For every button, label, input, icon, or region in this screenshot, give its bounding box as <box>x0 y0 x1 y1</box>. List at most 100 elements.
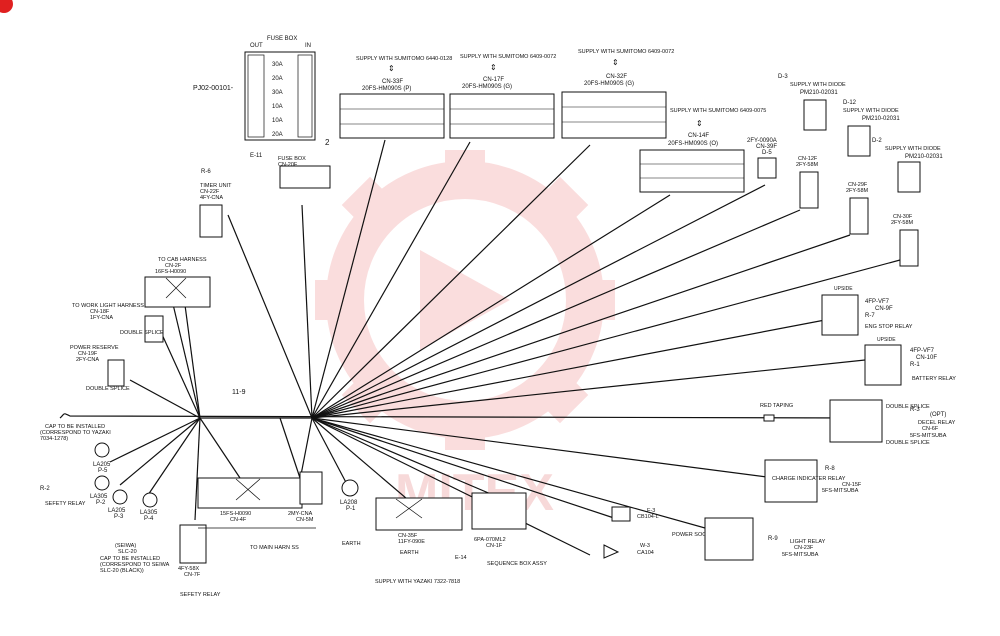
diode-d12: D-12 SUPPLY WITH DIODE PM210-02031 CN-29… <box>843 100 900 235</box>
light-relay: R-9 LIGHT RELAY CN-23F 5FS-MITSUBA <box>704 517 826 561</box>
svg-text:4FP-VF7: 4FP-VF7 <box>865 299 890 305</box>
svg-text:F-3: F-3 <box>647 508 655 514</box>
svg-text:PM210-02031: PM210-02031 <box>905 154 943 160</box>
svg-text:CN-20F: CN-20F <box>278 162 298 168</box>
fuse-box: FUSE BOX OUT IN 30A 20A 30A 10A 10A 20A PJ02-… <box>193 36 331 189</box>
svg-text:OUT: OUT <box>250 43 263 49</box>
svg-text:R-8: R-8 <box>825 466 835 472</box>
svg-text:10A: 10A <box>272 104 283 110</box>
svg-text:PJ02-00101-: PJ02-00101- <box>193 85 234 92</box>
diode-d2: D-2 SUPPLY WITH DIODE PM210-02031 CN-30F… <box>872 138 943 267</box>
svg-text:SLC-20: SLC-20 <box>118 549 137 555</box>
svg-text:2FY-58M: 2FY-58M <box>846 188 869 194</box>
svg-text:CAP TO BE INSTALLED: CAP TO BE INSTALLED <box>100 556 160 562</box>
svg-text:20A: 20A <box>272 132 283 138</box>
svg-text:CN-4F: CN-4F <box>230 517 247 523</box>
earth-bottom-connector: CN-35F 11FY-090E EARTH SUPPLY WITH YAZAK… <box>375 497 463 585</box>
svg-text:FUSE BOX: FUSE BOX <box>278 156 306 162</box>
svg-text:CN-32F: CN-32F <box>606 74 627 80</box>
svg-text:15FS-H0090: 15FS-H0090 <box>220 511 251 517</box>
power-reserve-connector: POWER RESERVE CN-19F 2FY-CNA DOUBLE SPLI… <box>70 345 130 392</box>
sequence-box-connector: 6PA-070ML2 CN-1F E-14 SEQUENCE BOX ASSY <box>455 492 547 567</box>
safety-relay-left: R-2 <box>40 486 50 492</box>
connector-cn39f: 2FY-0090A CN-39F D-5 <box>747 138 777 179</box>
svg-text:⇕: ⇕ <box>490 63 497 72</box>
svg-text:R-1: R-1 <box>910 362 920 368</box>
svg-text:CN-6F: CN-6F <box>922 426 939 432</box>
svg-text:6PA-070ML2: 6PA-070ML2 <box>474 537 506 543</box>
harness-ref: 11-9 <box>232 389 246 396</box>
svg-text:W-3: W-3 <box>640 543 650 549</box>
svg-text:CN-2F: CN-2F <box>165 263 182 269</box>
svg-text:DOUBLE SPLICE: DOUBLE SPLICE <box>120 330 164 336</box>
svg-text:20FS-HM090S (P): 20FS-HM090S (P) <box>362 86 411 92</box>
svg-text:R-9: R-9 <box>768 536 778 542</box>
svg-text:E-11: E-11 <box>250 153 263 159</box>
svg-text:RED TAPING: RED TAPING <box>760 403 793 409</box>
svg-text:LA208: LA208 <box>340 500 358 506</box>
svg-text:CB104-L: CB104-L <box>637 514 659 520</box>
svg-text:CN-17F: CN-17F <box>483 77 504 83</box>
eng-stop-relay: UPSIDE 4FP-VF7 CN-9F R-7 ENG STOP RELAY <box>821 286 913 336</box>
svg-text:SUPPLY WITH DIODE: SUPPLY WITH DIODE <box>843 108 899 114</box>
svg-text:IN: IN <box>305 43 311 49</box>
branch-number: 2 <box>325 138 330 147</box>
svg-text:POWER SOCKET: POWER SOCKET <box>672 532 718 538</box>
red-taping-marker: RED TAPING <box>760 403 793 422</box>
charge-indicater-relay: R-8 CHARGE INDICATER RELAY CN-15F 5FS-MI… <box>764 459 862 503</box>
svg-text:SUPPLY WITH DIODE: SUPPLY WITH DIODE <box>790 82 846 88</box>
svg-text:1FY-CNA: 1FY-CNA <box>90 315 113 321</box>
svg-text:LA205: LA205 <box>93 462 111 468</box>
svg-text:PM210-02031: PM210-02031 <box>800 90 838 96</box>
svg-text:SUPPLY WITH SUMITOMO 6409-0072: SUPPLY WITH SUMITOMO 6409-0072 <box>460 54 556 60</box>
svg-text:2MY-CNA: 2MY-CNA <box>288 511 313 517</box>
svg-text:30A: 30A <box>272 62 283 68</box>
svg-text:(OPT): (OPT) <box>930 412 946 418</box>
svg-text:2FY-58M: 2FY-58M <box>796 162 819 168</box>
svg-text:POWER RESERVE: POWER RESERVE <box>70 345 119 351</box>
svg-text:D-5: D-5 <box>762 150 772 156</box>
connector-cn33f: SUPPLY WITH SUMITOMO 6440-0128 ⇕ CN-33F … <box>339 56 452 139</box>
svg-text:CN-5M: CN-5M <box>296 517 314 523</box>
svg-text:TO CAB HARNESS: TO CAB HARNESS <box>158 257 207 263</box>
svg-text:CN-23F: CN-23F <box>794 545 814 551</box>
svg-text:DOUBLE SPLICE: DOUBLE SPLICE <box>886 404 930 410</box>
svg-text:LA305: LA305 <box>90 494 108 500</box>
work-light-connector: TO WORK LIGHT HARNESS CN-18F 1FY-CNA DOU… <box>72 303 164 343</box>
svg-text:R-7: R-7 <box>865 313 875 319</box>
svg-text:CAP TO BE INSTALLED: CAP TO BE INSTALLED <box>45 424 105 430</box>
cap-left-note: CAP TO BE INSTALLED (CORRESPOND TO YAZAK… <box>40 424 111 442</box>
svg-text:20FS-HM090S (G): 20FS-HM090S (G) <box>462 84 512 90</box>
svg-text:4FP-VF7: 4FP-VF7 <box>910 348 935 354</box>
svg-text:CHARGE INDICATER RELAY: CHARGE INDICATER RELAY <box>772 476 846 482</box>
svg-text:(SEIWA): (SEIWA) <box>115 543 136 549</box>
svg-text:R-3: R-3 <box>910 407 920 413</box>
svg-text:DOUBLE SPLICE: DOUBLE SPLICE <box>886 440 930 446</box>
svg-text:20A: 20A <box>272 76 283 82</box>
svg-text:LA305: LA305 <box>140 510 158 516</box>
svg-text:SEQUENCE BOX ASSY: SEQUENCE BOX ASSY <box>487 561 547 567</box>
svg-text:CN-30F: CN-30F <box>893 214 913 220</box>
svg-text:30A: 30A <box>272 90 283 96</box>
main-harness-connectors: 15FS-H0090 CN-4F 2MY-CNA CN-5M TO MAIN H… <box>197 471 323 551</box>
svg-text:(CORRESPOND TO YAZAKI: (CORRESPOND TO YAZAKI <box>40 430 111 436</box>
svg-text:SUPPLY WITH YAZAKI 7322-7818: SUPPLY WITH YAZAKI 7322-7818 <box>375 579 460 585</box>
svg-text:UPSIDE: UPSIDE <box>834 286 853 292</box>
earth-terminal: LA208 P-1 EARTH <box>340 479 361 547</box>
svg-text:UPSIDE: UPSIDE <box>877 337 896 343</box>
battery-relay: UPSIDE 4FP-VF7 CN-10F R-1 BATTERY RELAY <box>864 337 956 386</box>
svg-text:10A: 10A <box>272 118 283 124</box>
svg-text:CN-14F: CN-14F <box>688 133 709 139</box>
svg-text:CN-15F: CN-15F <box>842 482 862 488</box>
decel-relay: DOUBLE SPLICE DOUBLE SPLICE R-3 (OPT) DE… <box>829 399 956 446</box>
svg-text:SUPPLY WITH SUMITOMO 6409-0075: SUPPLY WITH SUMITOMO 6409-0075 <box>670 108 766 114</box>
svg-text:SLC-20 (BLACK)): SLC-20 (BLACK)) <box>100 568 144 574</box>
main-harness <box>59 139 901 556</box>
svg-text:SUPPLY WITH SUMITOMO 6409-0072: SUPPLY WITH SUMITOMO 6409-0072 <box>578 49 674 55</box>
svg-text:⇕: ⇕ <box>388 64 395 73</box>
svg-text:EARTH: EARTH <box>400 550 419 556</box>
svg-text:LIGHT RELAY: LIGHT RELAY <box>790 539 826 545</box>
corner-badge-icon <box>0 0 13 13</box>
svg-text:P-2: P-2 <box>96 500 106 506</box>
